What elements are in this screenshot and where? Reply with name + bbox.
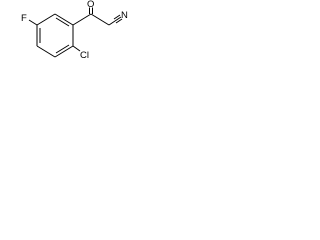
nitrile-triple-bond [114, 16, 122, 22]
ring-chlorine-bond [72, 45, 81, 52]
ring-bond [36, 13, 56, 26]
aryl-carbonyl-bond [72, 13, 92, 26]
chlorine-atom-label: Cl [80, 50, 89, 61]
ring-bond [54, 45, 74, 58]
ring-double-bond [55, 17, 70, 27]
chemical-structure-diagram: O N F Cl [21, 0, 128, 61]
ring-bond [36, 45, 56, 58]
nitrile-triple-bond [113, 14, 121, 20]
ring-bond [54, 13, 74, 26]
carbonyl-methylene-bond [90, 13, 110, 26]
methylene-nitrile-bond [108, 20, 116, 26]
fluorine-atom-label: F [21, 13, 27, 24]
ring-double-bond [55, 44, 70, 54]
atom-labels: O N F Cl [21, 0, 128, 61]
nitrile-triple-bond [115, 18, 123, 24]
nitrogen-atom-label: N [121, 10, 128, 21]
ring-fluorine-bond [28, 19, 38, 26]
benzene-ring [36, 13, 74, 58]
substituent-bonds [28, 7, 123, 52]
oxygen-atom-label: O [87, 0, 94, 10]
